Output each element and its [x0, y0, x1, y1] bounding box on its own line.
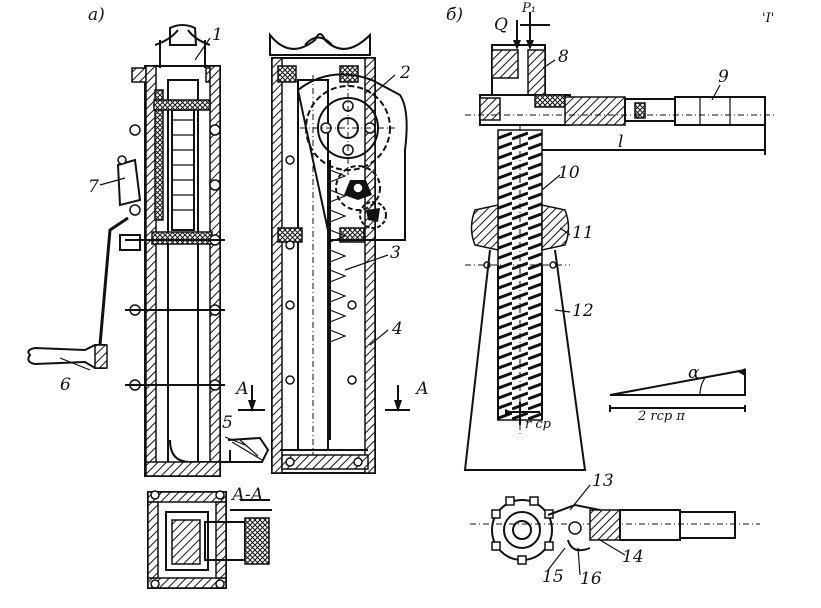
- force-p1-label: P₁: [521, 1, 536, 16]
- callout-5: 5: [222, 413, 233, 433]
- callout-8: 8: [558, 47, 569, 67]
- mean-radius-label: r cp: [525, 417, 552, 432]
- helix-angle-label: α: [688, 363, 700, 383]
- lever-arm: [465, 94, 775, 155]
- thread-circumference-label: 2 rcp π: [637, 409, 685, 424]
- callout-2: 2: [399, 63, 411, 83]
- view-label-b: б): [446, 5, 463, 25]
- callout-4: 4: [391, 319, 403, 339]
- crank-handle: [27, 344, 108, 369]
- callout-12: 12: [572, 301, 594, 321]
- load-q-label: Q: [494, 15, 508, 35]
- cut-label-left: А: [235, 379, 249, 399]
- thread-unwrap-triangle: [609, 368, 746, 412]
- lever-length-label: l: [618, 132, 623, 152]
- stray-mark: 'I': [762, 11, 774, 26]
- rack-jack-side-section: [27, 24, 270, 477]
- callout-10: 10: [558, 163, 580, 183]
- cut-label-right: А: [415, 379, 429, 399]
- rack-jack-front-view: [269, 32, 410, 474]
- view-label-a: а): [88, 5, 105, 25]
- section-a-a: [147, 490, 272, 589]
- callout-9: 9: [718, 67, 729, 87]
- bolt-row-front: [285, 155, 357, 385]
- ratchet-plan-view: [470, 496, 760, 565]
- toothed-rack: [329, 160, 347, 440]
- callout-15: 15: [542, 567, 564, 587]
- callout-13: 13: [592, 471, 614, 491]
- callout-1: 1: [212, 25, 223, 45]
- leader-lines: [59, 37, 721, 576]
- callout-7: 7: [88, 177, 99, 197]
- nut: [465, 204, 570, 269]
- callout-6: 6: [60, 375, 71, 395]
- bolt-row-left: [125, 124, 225, 391]
- pinion-gear: [335, 165, 387, 229]
- lifting-screw: [497, 125, 543, 435]
- drive-gear: [300, 80, 395, 175]
- callout-11: 11: [572, 223, 594, 243]
- screw-jack-view: [463, 12, 775, 565]
- callout-3: 3: [390, 243, 401, 263]
- section-label: А-А: [231, 485, 264, 505]
- callout-14: 14: [622, 547, 644, 567]
- callout-16: 16: [580, 569, 602, 589]
